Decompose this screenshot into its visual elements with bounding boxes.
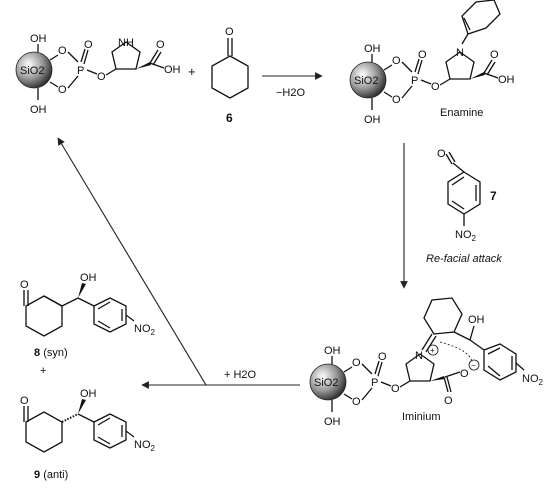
svg-text:OH: OH — [80, 272, 97, 284]
svg-text:OH: OH — [498, 74, 515, 86]
svg-text:O: O — [490, 49, 499, 61]
svg-text:P: P — [371, 377, 378, 389]
phosphorus: P — [77, 65, 84, 77]
silica-sphere-icon — [15, 51, 53, 89]
svg-text:+: + — [40, 365, 46, 377]
silica-label: SiO2 — [20, 65, 44, 77]
nitrobenzaldehyde-structure: O NO2 7 Re-facial attack — [426, 148, 502, 265]
compound-number-7: 7 — [490, 189, 497, 203]
svg-text:O: O — [444, 395, 453, 407]
oh-bottom: OH — [30, 104, 47, 116]
svg-text:O: O — [20, 279, 29, 291]
oh-top: OH — [30, 33, 47, 45]
svg-text:P: P — [411, 75, 418, 87]
svg-text:O: O — [391, 383, 400, 395]
ring-oxygen-bottom: O — [58, 84, 67, 96]
plus-water-label: + H2O — [224, 369, 257, 381]
minus-water-label: −H2O — [276, 87, 305, 99]
svg-text:O: O — [460, 368, 469, 380]
svg-text:OH: OH — [468, 314, 485, 326]
svg-text:O: O — [20, 395, 29, 407]
plus-sign: + — [188, 64, 196, 79]
ring-oxygen-top: O — [58, 45, 67, 57]
refacial-attack-label: Re-facial attack — [426, 253, 502, 265]
silica-sphere-icon — [309, 363, 347, 401]
svg-text:OH: OH — [324, 345, 341, 357]
svg-text:SiO2: SiO2 — [314, 377, 338, 389]
svg-text:SiO2: SiO2 — [354, 75, 378, 87]
enamine-label: Enamine — [440, 107, 483, 119]
product-anti-caption: 9 (anti) — [34, 469, 68, 481]
arrow-catalyst-regeneration — [57, 137, 207, 386]
cyclohexanone-structure: O 6 — [211, 26, 249, 125]
aldehyde-nitro-group: NO2 — [455, 229, 477, 243]
syn-nitro-group: NO2 — [134, 323, 156, 337]
svg-text:O: O — [352, 396, 361, 408]
svg-text:OH: OH — [364, 114, 381, 126]
negative-charge: − — [471, 361, 476, 370]
ketone-oxygen: O — [225, 26, 234, 38]
enamine-nitrogen: N — [456, 47, 464, 59]
silica-sphere-icon — [349, 61, 387, 99]
product-syn-structure: O OH NO2 8 (syn) + — [20, 272, 156, 377]
anti-nitro-group: NO2 — [134, 439, 156, 453]
svg-text:OH: OH — [324, 416, 341, 428]
amine-nh: NH — [118, 37, 134, 49]
iminium-nitrogen: N — [415, 350, 423, 362]
compound-number-6: 6 — [226, 111, 233, 125]
product-syn-caption: 8 (syn) — [34, 347, 68, 359]
carbonyl-oxygen: O — [156, 39, 165, 51]
iminium-structure: SiO2 OH OH O O P O O N + OH NO2 — [309, 297, 544, 428]
phosphoryl-oxygen: O — [84, 39, 93, 51]
iminium-nitro-group: NO2 — [522, 373, 544, 387]
svg-text:O: O — [437, 148, 446, 160]
svg-text:OH: OH — [364, 43, 381, 55]
svg-text:O: O — [378, 351, 387, 363]
iminium-label: Iminium — [402, 411, 441, 423]
svg-text:O: O — [392, 94, 401, 106]
carboxyl-oh: OH — [164, 64, 181, 76]
svg-text:O: O — [392, 55, 401, 67]
ester-oxygen: O — [97, 71, 106, 83]
product-anti-structure: O OH NO2 9 (anti) — [20, 388, 156, 481]
enamine-structure: SiO2 OH OH O O P O O N O OH Enamine — [349, 0, 515, 126]
catalyst-structure: SiO2 OH OH O O P O O NH O OH — [15, 33, 181, 116]
svg-text:OH: OH — [80, 388, 97, 400]
svg-text:O: O — [431, 81, 440, 93]
positive-charge: + — [430, 346, 435, 355]
svg-text:O: O — [352, 357, 361, 369]
svg-text:O: O — [418, 49, 427, 61]
